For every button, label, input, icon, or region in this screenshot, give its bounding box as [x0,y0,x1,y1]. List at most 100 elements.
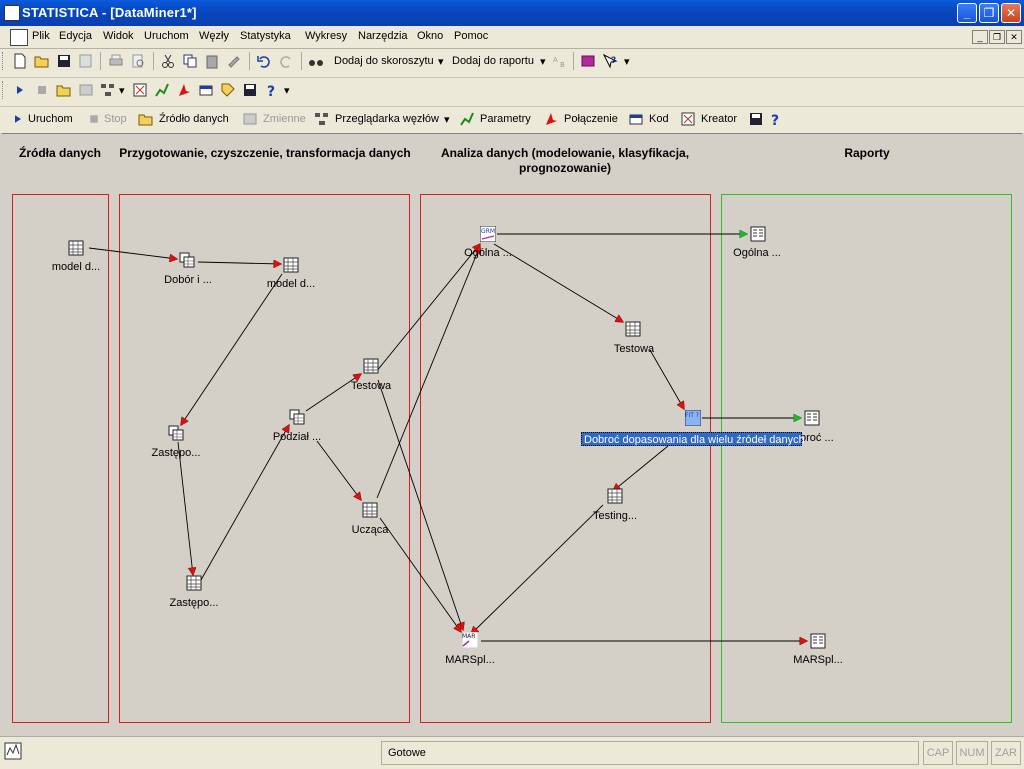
data-split-icon[interactable] [289,409,305,425]
add-to-workbook-dropdown-icon[interactable]: ▾ [438,56,444,68]
mars-model-icon[interactable]: MAR [462,632,478,648]
run-icon[interactable] [12,82,28,98]
menu-uruchom[interactable]: Uruchom [144,30,189,42]
stop-icon[interactable] [34,82,50,98]
menu-pomoc[interactable]: Pomoc [454,30,489,42]
variables-icon[interactable] [78,82,94,98]
paste-icon[interactable] [204,53,220,69]
spreadsheet-icon[interactable] [68,240,84,256]
connection-icon[interactable] [176,82,192,98]
new-file-icon[interactable] [12,53,28,69]
wizard-button[interactable]: Kreator [701,113,738,125]
node-zastepo-1[interactable]: Zastępo... [151,447,201,459]
save-icon[interactable] [56,53,72,69]
spreadsheet-icon[interactable] [607,488,623,504]
menu-statystyka[interactable]: Statystyka [240,30,291,42]
add-to-report-dropdown-icon[interactable]: ▾ [540,56,546,68]
save-workspace-icon[interactable] [748,111,764,127]
node-browser-menu-icon[interactable]: ▾ [444,114,450,126]
menu-narzedzia[interactable]: Narzędzia [358,30,408,42]
data-replace-icon[interactable] [168,425,184,441]
maximize-button[interactable]: ❐ [979,3,999,23]
code-icon[interactable] [198,82,214,98]
add-to-workbook-button[interactable]: Dodaj do skoroszytu [334,55,434,67]
goodness-of-fit-icon[interactable]: FIT ? [685,410,701,426]
node-podzial[interactable]: Podział ... [272,431,322,443]
variable-selector-icon[interactable] [132,82,148,98]
node-browser-dropdown-icon[interactable]: ▾ [119,85,125,97]
node-uczaca[interactable]: Ucząca [351,524,389,536]
node-goodness-of-fit-label[interactable]: Dobroć dopasowania dla wielu źródeł dany… [581,432,805,446]
add-to-report-button[interactable]: Dodaj do raportu [452,55,534,67]
connection-button[interactable]: Połączenie [564,113,618,125]
close-button[interactable]: ✕ [1001,3,1021,23]
node-ogolna-model[interactable]: Ogólna ... [464,247,512,259]
report-icon[interactable] [804,410,820,426]
redo-icon[interactable] [278,53,294,69]
minimize-button[interactable]: _ [957,3,977,23]
binoculars-icon[interactable] [308,53,324,69]
undo-icon[interactable] [256,53,272,69]
mdi-restore-button[interactable]: ❐ [989,30,1005,44]
node-marspl-model[interactable]: MARSpl... [445,654,495,666]
menu-edycja[interactable]: Edycja [59,30,93,42]
run-button[interactable]: Uruchom [28,113,73,125]
toolbar2-overflow-icon[interactable]: ▾ [284,85,290,97]
node-testing[interactable]: Testing... [592,510,638,522]
help-pointer-icon[interactable]: ? [602,53,618,69]
code-button-icon [629,114,643,125]
spreadsheet-icon[interactable] [362,502,378,518]
mdi-minimize-button[interactable]: _ [972,30,988,44]
microsoft-word-icon[interactable]: AB [552,53,568,69]
open-folder-icon[interactable] [34,53,50,69]
node-testowa-analysis[interactable]: Testowa [613,343,655,355]
format-painter-icon[interactable] [226,53,242,69]
grm-model-icon[interactable]: GRM [480,226,496,242]
menu-okno[interactable]: Okno [417,30,444,42]
node-testowa-prep[interactable]: Testowa [350,380,392,392]
mdi-close-button[interactable]: ✕ [1006,30,1022,44]
spreadsheet-icon[interactable] [283,257,299,273]
data-source-icon [138,114,153,126]
node-ogolna-report[interactable]: Ogólna ... [733,247,781,259]
tag-icon[interactable] [220,82,236,98]
menu-widok[interactable]: Widok [103,30,134,42]
book-icon[interactable] [580,53,596,69]
document-icon[interactable] [10,29,28,46]
menu-plik[interactable]: Plik [32,30,50,42]
status-zar: ZAR [991,741,1021,765]
node-dobroc-report[interactable]: broć ... [800,432,834,444]
statistica-app-icon[interactable] [4,5,20,21]
node-model-d-transformed[interactable]: model d... [266,278,316,290]
copy-icon[interactable] [182,53,198,69]
report-icon[interactable] [750,226,766,242]
node-dobor[interactable]: Dobór i ... [164,274,212,286]
menu-wezly[interactable]: Węzły [199,30,229,42]
data-source-button[interactable]: Źródło danych [159,113,229,125]
code-button[interactable]: Kod [649,113,669,125]
print-icon[interactable] [108,53,124,69]
report-icon[interactable] [810,633,826,649]
toolbar1-overflow-icon[interactable]: ▾ [624,56,630,68]
stop-button[interactable]: Stop [104,113,127,125]
export-icon[interactable] [78,53,94,69]
save-project-icon[interactable] [242,82,258,98]
cut-icon[interactable] [160,53,176,69]
spreadsheet-icon[interactable] [186,575,202,591]
menu-wykresy[interactable]: Wykresy [305,30,348,42]
help-question-icon[interactable]: ? [768,111,784,127]
parameters-icon[interactable] [154,82,170,98]
spreadsheet-icon[interactable] [363,358,379,374]
print-preview-icon[interactable] [130,53,146,69]
help-icon[interactable]: ? [264,82,280,98]
node-browser-icon[interactable] [100,82,116,98]
data-selection-icon[interactable] [179,252,195,268]
node-marspl-report[interactable]: MARSpl... [793,654,843,666]
node-zastepo-2[interactable]: Zastępo... [169,597,219,609]
variables-button[interactable]: Zmienne [263,113,306,125]
node-model-d-source[interactable]: model d... [51,261,101,273]
spreadsheet-icon[interactable] [625,321,641,337]
open-data-source-icon[interactable] [56,82,72,98]
parameters-button[interactable]: Parametry [480,113,531,125]
node-browser-button[interactable]: Przeglądarka węzłów [335,113,439,125]
